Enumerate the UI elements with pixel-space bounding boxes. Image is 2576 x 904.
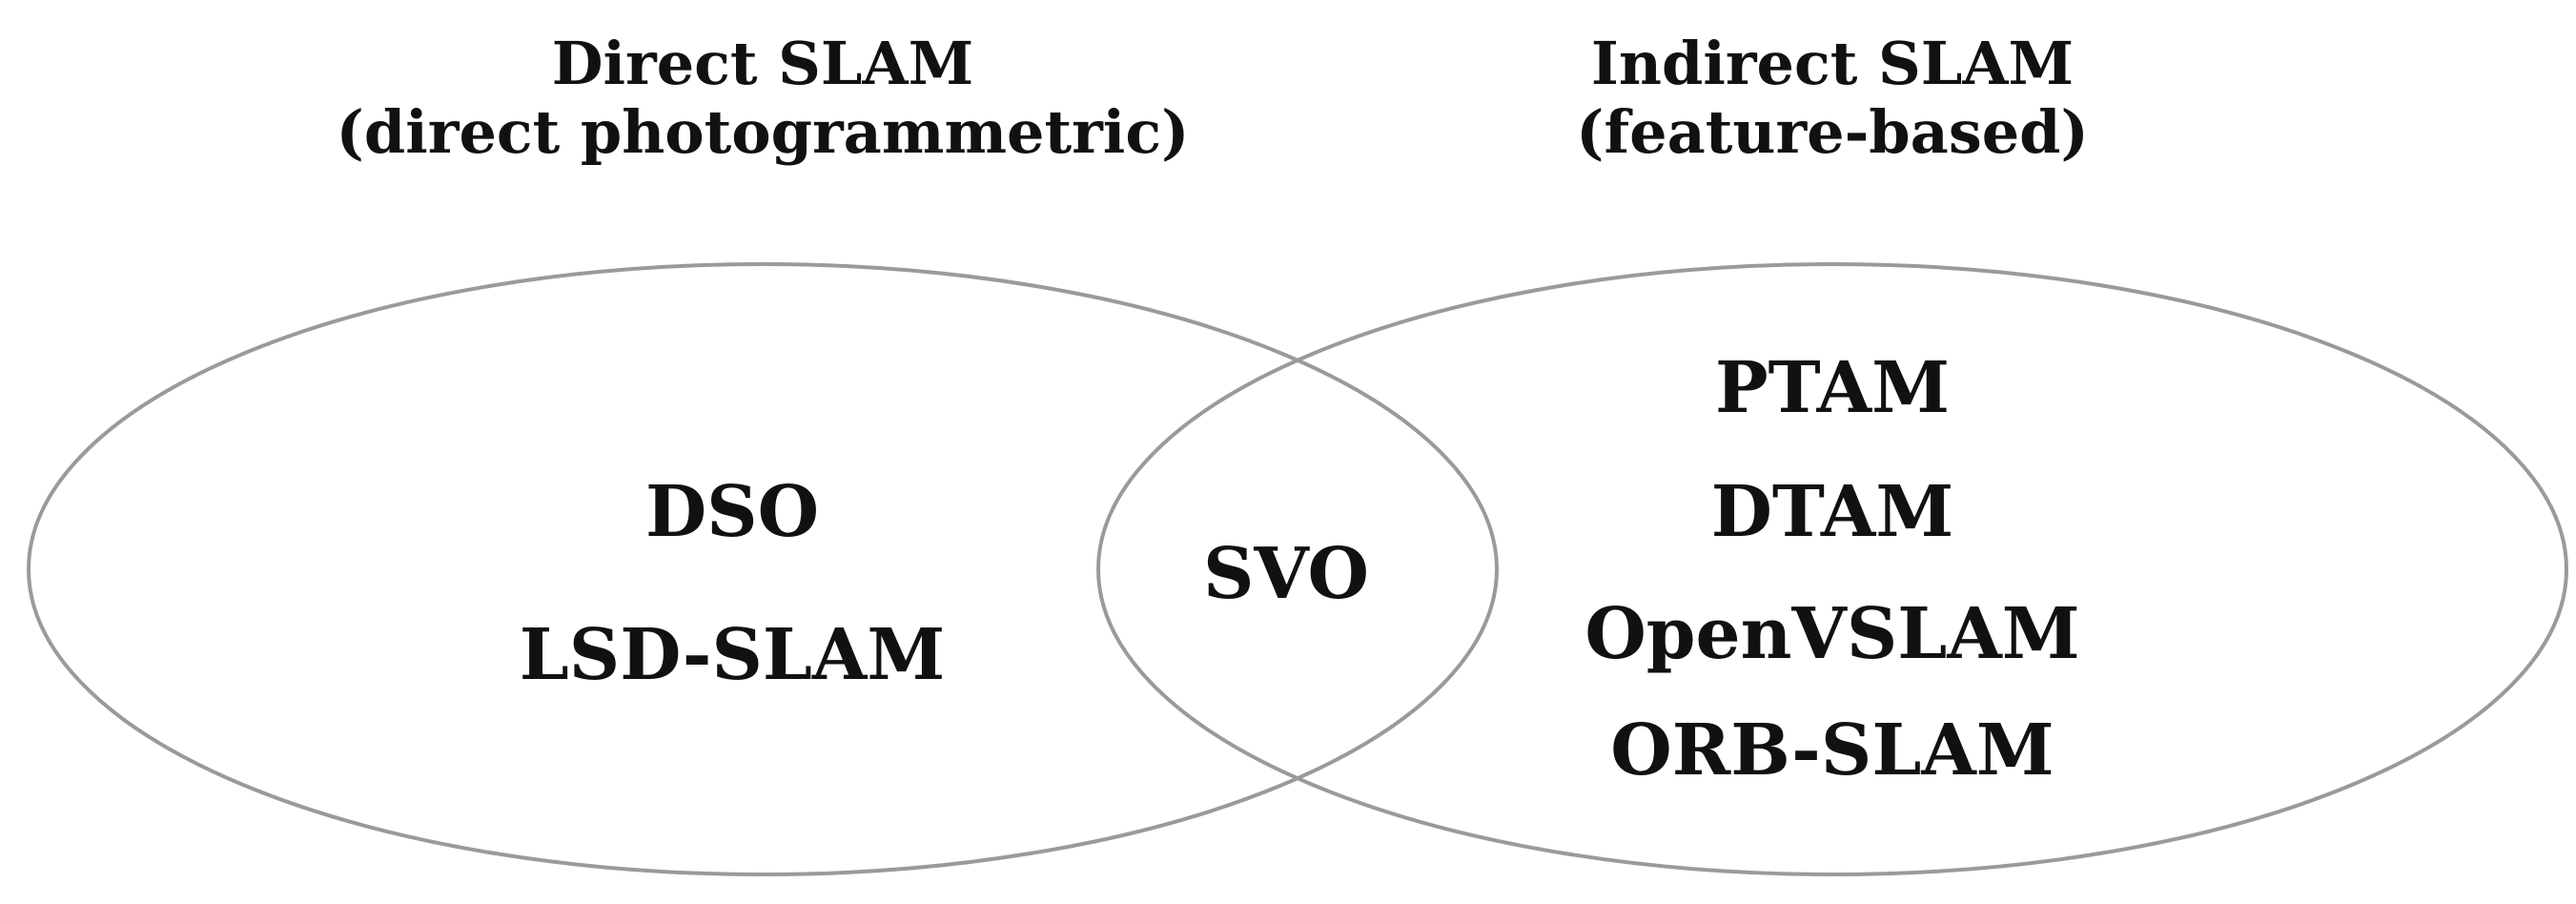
indirect-slam-title: Indirect SLAM — [1591, 29, 2074, 98]
direct-item-dso: DSO — [645, 471, 819, 553]
direct-item-lsd-slam: LSD-SLAM — [520, 614, 946, 696]
indirect-item-orb-slam: ORB-SLAM — [1610, 709, 2054, 791]
indirect-slam-ellipse — [1096, 262, 2568, 876]
direct-slam-title: Direct SLAM — [552, 29, 974, 98]
intersection-item-svo: SVO — [1203, 533, 1369, 615]
indirect-item-dtam: DTAM — [1711, 471, 1954, 553]
indirect-slam-subtitle: (feature-based) — [1576, 97, 2089, 167]
indirect-item-openvslam: OpenVSLAM — [1584, 593, 2079, 675]
direct-slam-ellipse — [27, 262, 1499, 876]
indirect-item-ptam: PTAM — [1715, 347, 1950, 429]
direct-slam-subtitle: (direct photogrammetric) — [337, 97, 1190, 167]
